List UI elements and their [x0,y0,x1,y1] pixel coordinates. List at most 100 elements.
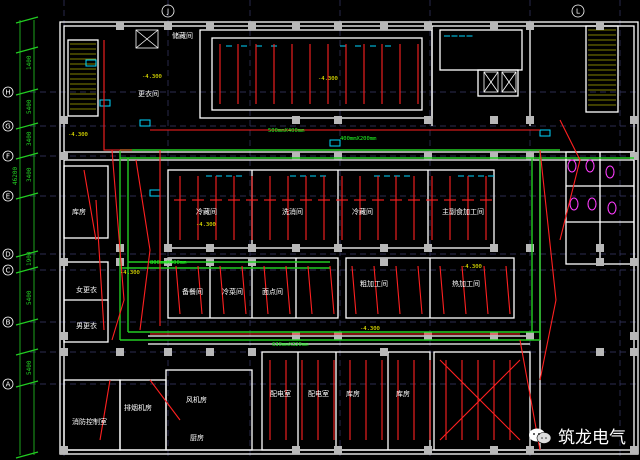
dimension-tick [15,250,39,258]
column [490,446,498,454]
axis-bubble: C [2,264,14,276]
dimension-chain [19,20,35,455]
column [60,116,68,124]
electrical-wiring [83,40,581,451]
ventilation-ducts [119,149,634,341]
duct-note: 500mmX400mm [268,128,305,134]
column [206,244,214,252]
axis-letter: B [6,319,11,327]
column [164,22,172,30]
dimension-tick [15,46,39,54]
column [424,116,432,124]
dimension-tick [15,348,39,356]
cable-drop [197,265,203,315]
cable-drop [241,265,247,315]
column [630,152,638,160]
column [164,244,172,252]
dim-label: 3400 [26,131,33,146]
toilet-fixture [605,165,615,179]
cable-run [539,149,557,381]
column [248,348,256,356]
cable-drop [329,265,335,315]
chat-bubble-icon [529,428,552,444]
dimension-tick [15,380,39,388]
room-label: 冷藏间 [196,207,217,216]
toilet-fixture [587,197,597,211]
column [292,244,300,252]
cable-drop [373,265,379,315]
column [596,348,604,356]
cable-drop [461,265,467,315]
column [60,348,68,356]
axis-bubble: B [2,316,14,328]
watermark: 筑龙电气 [528,423,626,448]
cable-run [439,359,521,441]
dimension-tick [15,266,39,274]
axis-letter: E [6,193,10,201]
cable-drop [263,265,269,315]
column [526,152,534,160]
dimension-tick [15,16,39,24]
axis-bubble: H [2,86,14,98]
cable-drop [285,265,291,315]
axis-bubble: A [2,378,14,390]
room-label: 库房 [396,389,410,398]
cable-drop [219,265,225,315]
room-label: 冷藏间 [352,207,373,216]
column [206,348,214,356]
room-label: 配电室 [270,389,291,398]
column [116,22,124,30]
toilet-fixture [585,159,595,173]
room-label: 库房 [346,389,360,398]
axis-bubble: E [2,190,14,202]
axis-bubble: G [2,120,14,132]
axis-bubbles: H G F E D C B A J L [2,4,585,390]
column [164,348,172,356]
cyan-equipment [85,35,551,197]
toilet-fixture [569,197,579,211]
column [596,22,604,30]
dim-label: 1400 [26,55,33,70]
stairs [70,29,616,110]
column [334,332,342,340]
cable-drop [439,265,445,315]
cable-drop [395,265,401,315]
elevator-shafts [135,29,517,93]
elevation-mark: -4.300 [318,76,338,82]
column [334,244,342,252]
elevation-mark: -4.300 [462,264,482,270]
cable-run [83,169,97,241]
cable-run [95,199,105,331]
column [424,22,432,30]
column [526,446,534,454]
axis-bubble: J [161,4,175,18]
column [292,116,300,124]
cable-run [103,40,132,151]
cable-drop [175,265,181,315]
column [292,446,300,454]
cable-drop [417,265,423,315]
column [596,244,604,252]
axis-letter: H [5,89,10,97]
column [60,258,68,266]
elevation-mark: -4.300 [120,270,140,276]
column [526,22,534,30]
column [526,116,534,124]
dimension-tick [15,192,39,200]
room-label: 粗加工间 [360,279,388,288]
cable-drop [505,265,511,315]
total-dim-label: 46200 [12,167,19,185]
column [490,116,498,124]
equipment-box [85,59,97,67]
dim-label: 5400 [26,290,33,305]
dim-label: 5400 [26,360,33,375]
column [248,244,256,252]
column [630,348,638,356]
column [292,332,300,340]
cable-run [149,379,181,421]
room-label: 男更衣 [76,321,97,330]
column [596,258,604,266]
column [630,446,638,454]
toilet-fixture [607,201,617,215]
